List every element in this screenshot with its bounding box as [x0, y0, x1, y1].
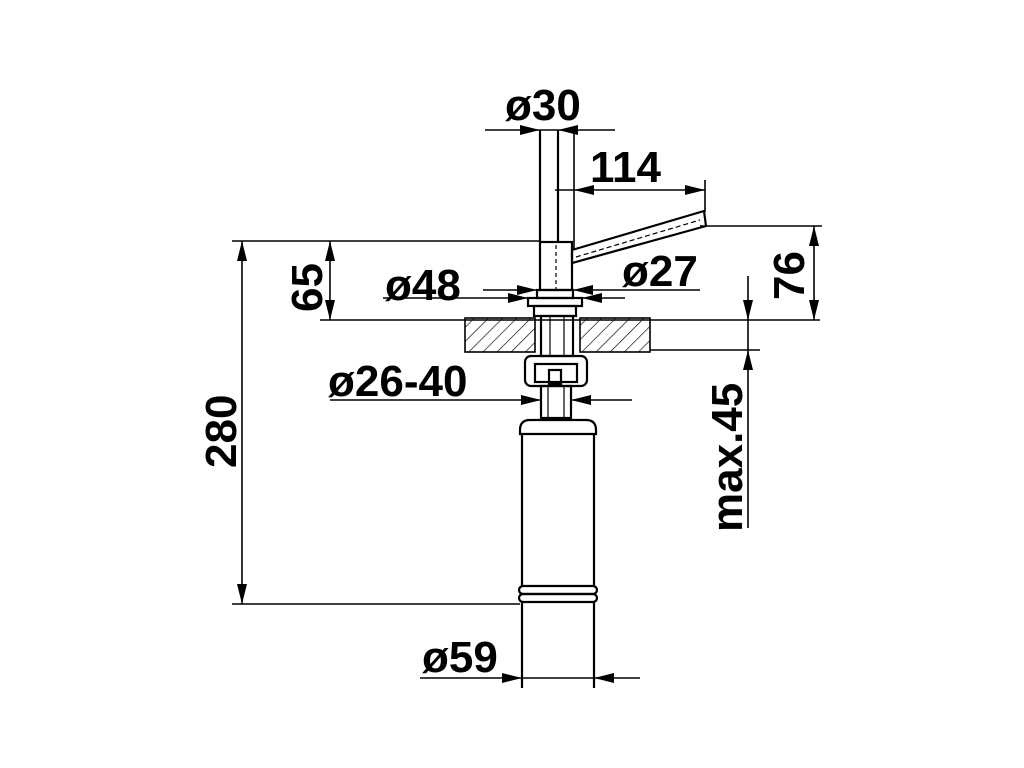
- dim-diameter-48: ø48: [385, 261, 461, 310]
- dim-diameter-27: ø27: [622, 247, 698, 296]
- dim-diameter-26-40: ø26-40: [328, 357, 467, 406]
- dim-height-76: 76: [765, 251, 814, 300]
- dim-length-114: 114: [590, 143, 662, 192]
- countertop-section: [320, 317, 820, 353]
- dim-diameter-59: ø59: [422, 633, 498, 682]
- dispenser-outline: [517, 130, 708, 688]
- dimension-lines: [232, 125, 822, 683]
- dim-height-65: 65: [283, 263, 332, 312]
- dim-height-280: 280: [197, 395, 246, 468]
- dim-diameter-30: ø30: [505, 81, 581, 130]
- dim-max-45: max.45: [703, 383, 752, 532]
